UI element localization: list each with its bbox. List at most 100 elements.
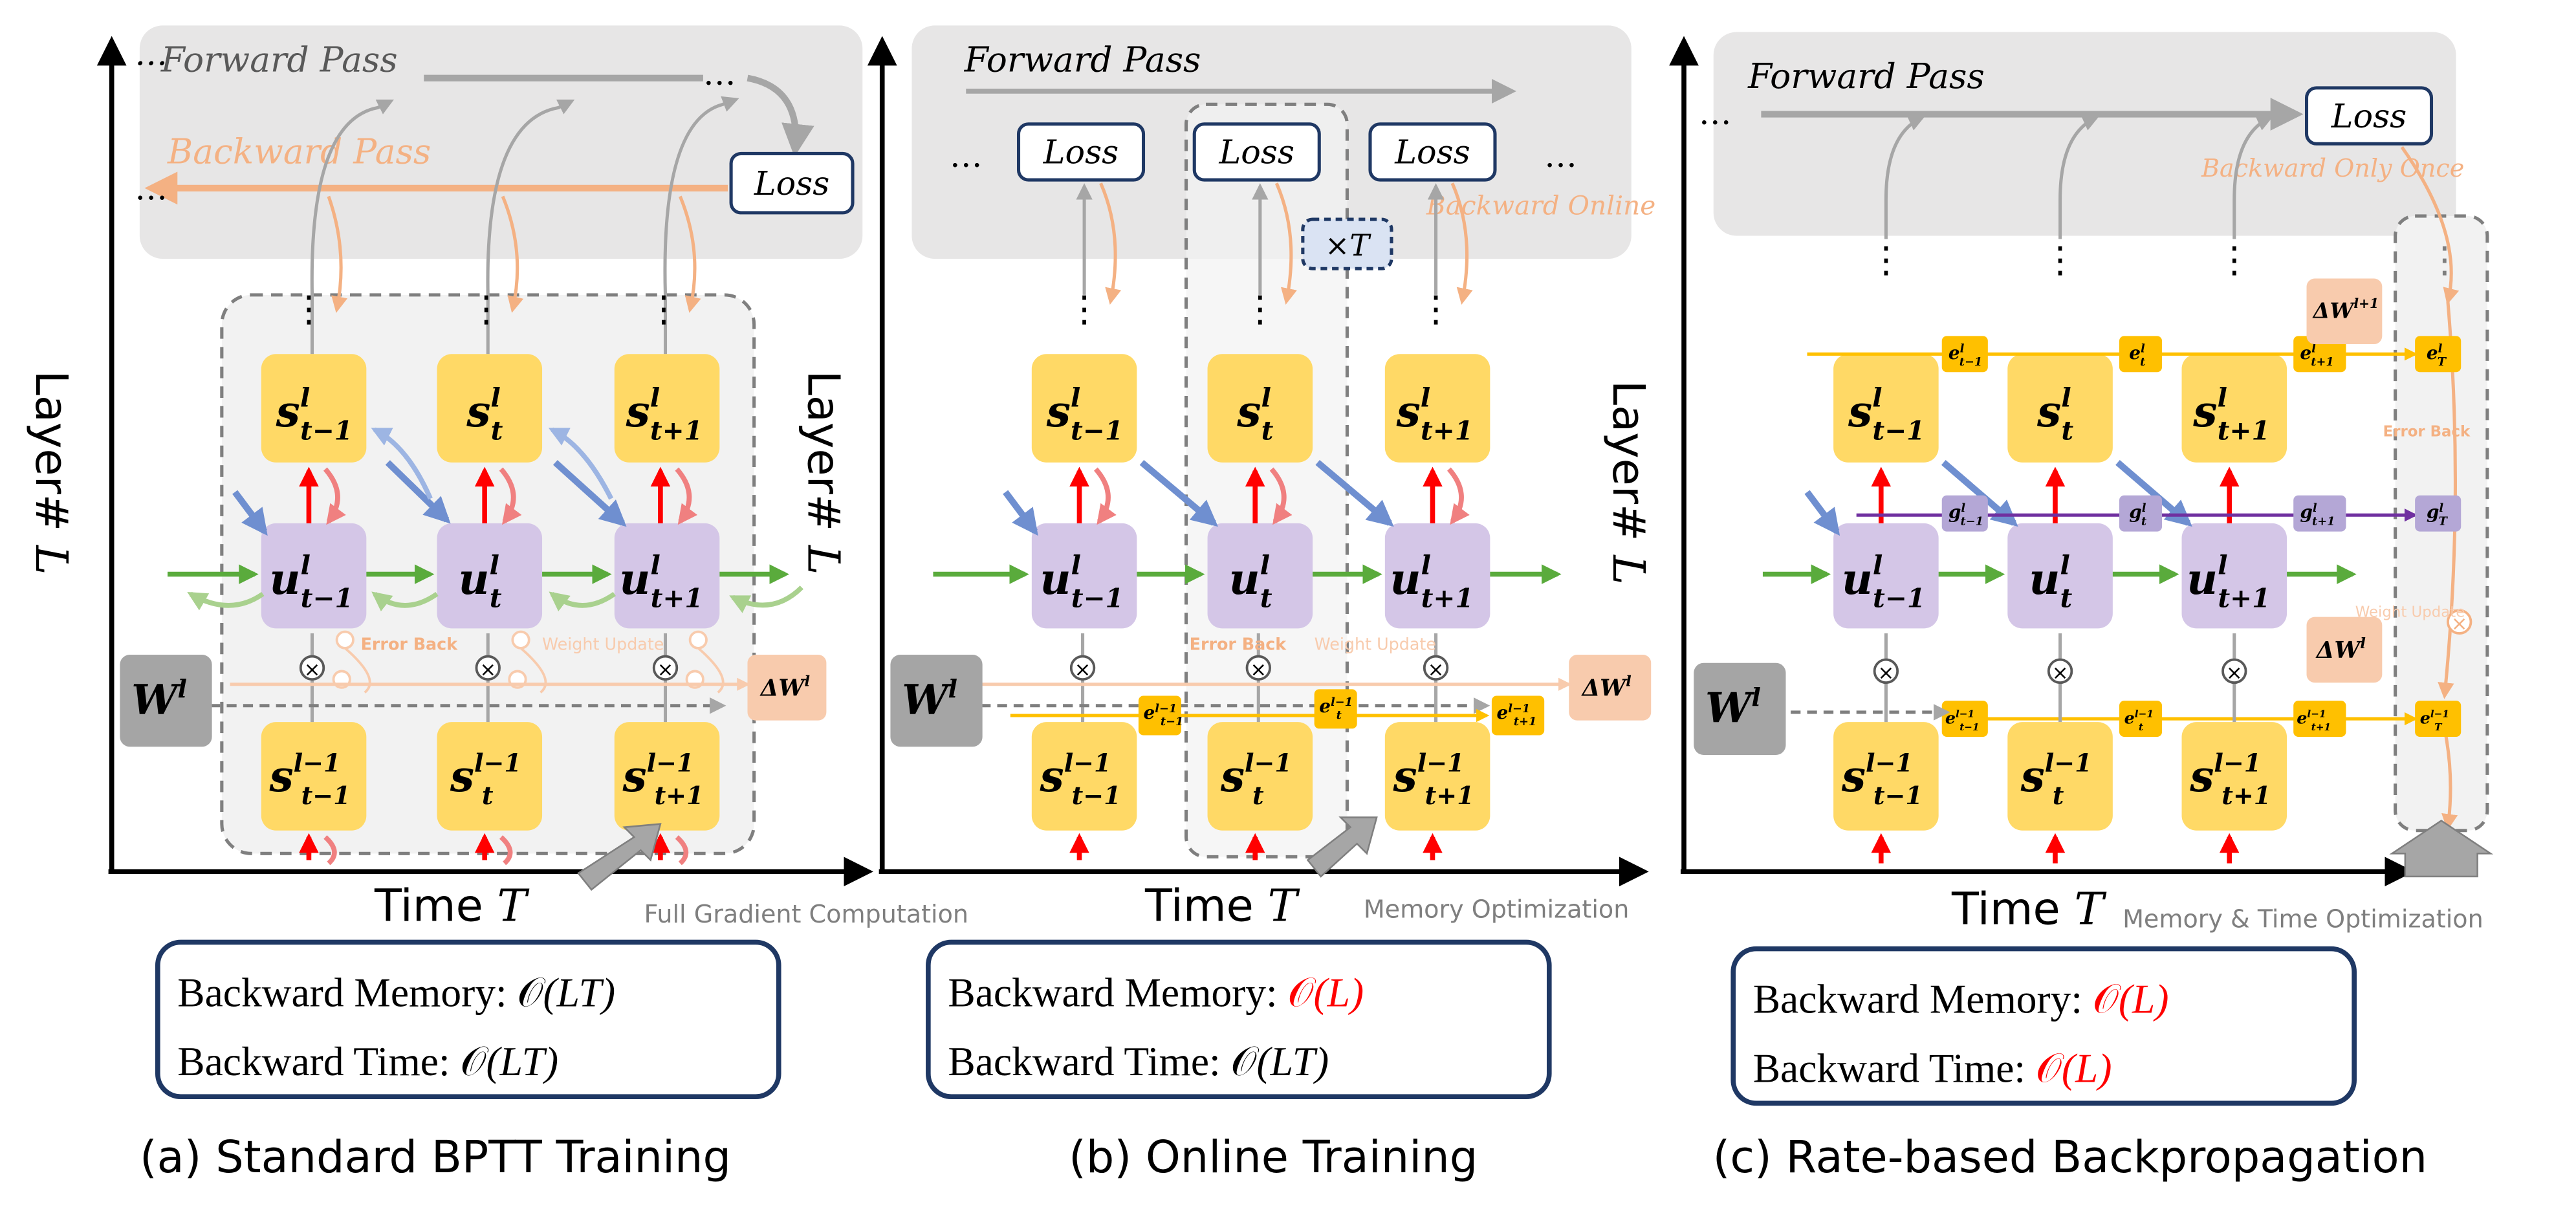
- s-lm1-nodes: [1833, 722, 2287, 831]
- panel-a: … Forward Pass … Backward Pass … Loss ⋮ …: [25, 25, 968, 1183]
- weight-label: Wl: [902, 674, 957, 723]
- error-back-label: Error Back: [2383, 423, 2471, 440]
- loss-label-2: Loss: [1219, 133, 1294, 171]
- memory-line: Backward Memory: 𝒪(L): [1753, 976, 2169, 1022]
- to-loss-arrow: [747, 74, 814, 157]
- vdots-1: ⋮: [1066, 289, 1102, 331]
- complexity-box: [155, 939, 781, 1099]
- vdots-4: ⋮: [2427, 239, 2463, 281]
- delta-w-label: ΔWl: [2315, 635, 2366, 664]
- membrane-grad-back: [187, 585, 803, 613]
- surrogate-arrows: [323, 467, 698, 866]
- u-nodes: [1031, 523, 1490, 629]
- svg-text:×: ×: [479, 659, 496, 681]
- x-axis-label: Time T: [374, 880, 530, 932]
- forward-pass-label: Forward Pass: [1747, 56, 1985, 96]
- memory-line: Backward Memory: 𝒪(L): [948, 969, 1364, 1015]
- vertical-flows: [310, 96, 739, 355]
- svg-text:×: ×: [2451, 613, 2468, 635]
- loss-box: [2304, 86, 2434, 146]
- x-axis-label: Time T: [1951, 884, 2107, 935]
- pointer-arrow: [1306, 816, 1378, 878]
- svg-text:sl−1t−1: sl−1t−1: [1040, 748, 1121, 810]
- vdots-2: ⋮: [468, 289, 505, 331]
- delta-w-next-label: ΔWl+1: [2312, 296, 2379, 323]
- svg-text:×: ×: [304, 659, 321, 681]
- panel-b: Forward Pass … … Loss Loss Loss ×T Backw…: [797, 25, 1655, 1183]
- trace-g-boxes: [1941, 495, 2461, 532]
- vdots-1: ⋮: [291, 289, 327, 331]
- y-axis-label: Layer# L: [797, 371, 849, 575]
- error-back-label: Error Back: [1190, 634, 1287, 653]
- weight-box: [120, 655, 212, 747]
- multiply-nodes: × × ×: [1069, 633, 1449, 723]
- multiply-nodes: × × × ×: [1873, 609, 2472, 723]
- spike-arrows: [1069, 466, 1443, 860]
- loss-boxes: [1016, 122, 1497, 182]
- vdots-3: ⋮: [2216, 239, 2253, 281]
- single-step-region: [1184, 102, 1349, 858]
- s-l-nodes: [1031, 354, 1490, 463]
- vdots-1: ⋮: [1868, 239, 1904, 281]
- forward-pass-label: Forward Pass: [160, 39, 398, 80]
- delta-w-next-box: [2306, 278, 2383, 345]
- complexity-box: [1730, 946, 2357, 1106]
- s-lm1-nodes: [1031, 722, 1490, 831]
- vdots-2: ⋮: [2042, 239, 2079, 281]
- weight-label: Wl: [1705, 683, 1761, 732]
- memory-line: Backward Memory: 𝒪(LT): [177, 969, 615, 1015]
- delta-w-box: [747, 655, 827, 721]
- time-line: Backward Time: 𝒪(LT): [948, 1038, 1329, 1084]
- s-lm1-nodes: [261, 722, 720, 831]
- multiply-nodes: × × ×: [299, 633, 679, 723]
- surrogate-arrows: [1093, 467, 1470, 525]
- cross-time-grad-back: [371, 427, 614, 500]
- note-text: Memory & Time Optimization: [2123, 905, 2483, 934]
- cross-time-forward: [1003, 460, 1394, 536]
- delta-w-box: [2306, 617, 2383, 683]
- forward-pass-label: Forward Pass: [964, 39, 1201, 80]
- loss-label-3: Loss: [1394, 133, 1470, 171]
- y-axis-label: Layer# L: [1602, 380, 1654, 585]
- times-t-box: [1301, 217, 1393, 270]
- weight-box: [1694, 662, 1786, 755]
- y-axis-label: Layer# L: [25, 371, 77, 575]
- s-l-nodes: [261, 354, 720, 463]
- weight-label: Wl: [131, 674, 187, 723]
- trailing-dots: …: [1544, 137, 1577, 175]
- u-nodes: [261, 523, 720, 629]
- weight-update-label: Weight Update: [1315, 634, 1436, 653]
- leading-dots-back: …: [135, 169, 168, 208]
- panel-c: … Forward Pass Loss Backward Only Once ⋮…: [1602, 32, 2494, 1183]
- loss-label-1: Loss: [1043, 133, 1119, 171]
- note-text: Full Gradient Computation: [644, 900, 969, 928]
- time-line: Backward Time: 𝒪(L): [1753, 1045, 2112, 1091]
- leading-dots: …: [135, 34, 168, 72]
- time-line: Backward Time: 𝒪(LT): [177, 1038, 558, 1084]
- pointer-arrow: [577, 823, 662, 891]
- leading-dots: …: [1699, 94, 1732, 132]
- complexity-box: [926, 939, 1552, 1099]
- trace-boxes: [1138, 689, 1545, 736]
- s-l-nodes: [1833, 354, 2287, 463]
- weight-box: [890, 655, 983, 747]
- loss-box: [729, 151, 855, 215]
- panel-caption: (b) Online Training: [1069, 1131, 1478, 1183]
- panel-caption: (c) Rate-based Backpropagation: [1713, 1131, 2427, 1183]
- weight-update-label: Weight Update: [2355, 604, 2465, 621]
- loss-label: Loss: [754, 164, 829, 202]
- trace-e-l-boxes: [1941, 336, 2461, 373]
- leading-dots: …: [950, 137, 983, 175]
- delta-w-label: ΔWl: [1581, 673, 1632, 701]
- vdots-2: ⋮: [1242, 289, 1278, 331]
- backward-pass-label: Backward Pass: [167, 131, 431, 172]
- x-axis-label: Time T: [1144, 880, 1300, 932]
- weight-update-label: Weight Update: [542, 634, 664, 653]
- svg-text:×: ×: [1428, 659, 1445, 681]
- cross-time-grad: [232, 460, 627, 536]
- svg-text:×: ×: [2226, 662, 2243, 684]
- loss-label: Loss: [2331, 97, 2407, 135]
